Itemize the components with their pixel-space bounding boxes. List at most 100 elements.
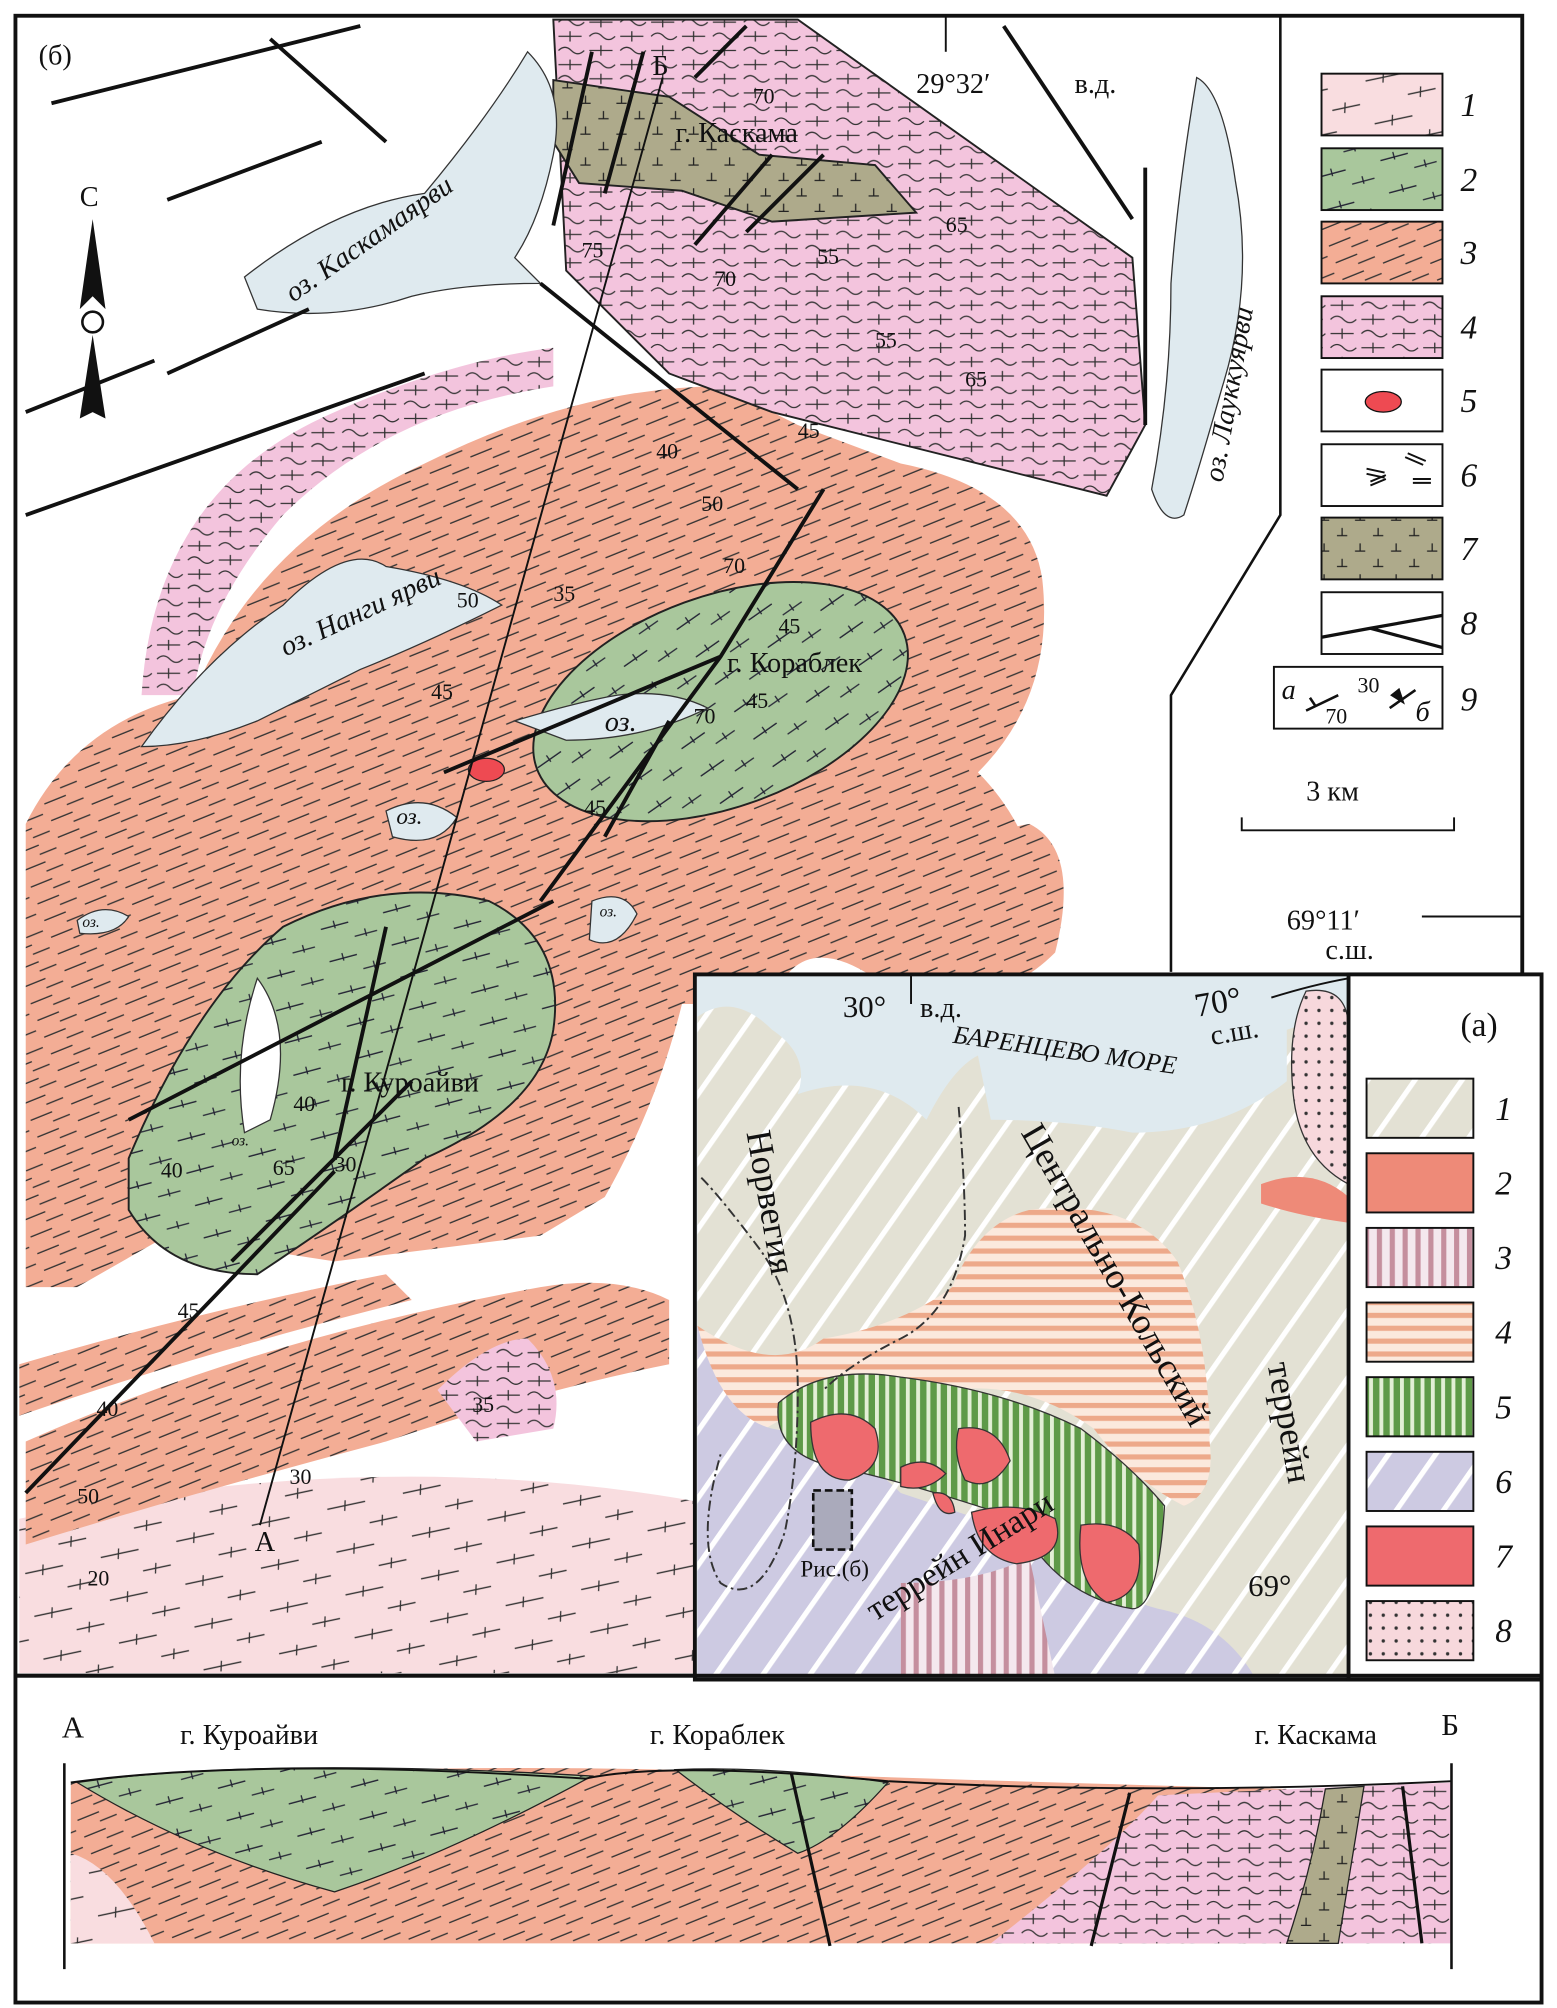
inset-legend-swatch-2 — [1365, 1152, 1475, 1214]
legend-number: 3 — [1459, 235, 1477, 272]
section-unit1 — [70, 1853, 155, 1944]
longitude-suffix: в.д. — [1074, 69, 1116, 100]
north-label: С — [80, 182, 99, 213]
legend9-a: а — [1282, 675, 1296, 706]
map-boundary — [1169, 15, 1282, 972]
inset-panel-label: (а) — [1460, 1007, 1497, 1044]
legend-number: 6 — [1460, 458, 1477, 495]
longitude-label: 29°32′ — [916, 69, 990, 100]
lake-label: оз. — [396, 804, 422, 830]
legend9-b: б — [1415, 697, 1430, 728]
inset-legend-swatch-6 — [1365, 1450, 1475, 1512]
inset-legend-swatch-8 — [1365, 1600, 1475, 1662]
dip-value: 50 — [77, 1484, 99, 1508]
panel-label: (б) — [39, 41, 72, 72]
dip-value: 70 — [694, 704, 716, 728]
dip-value: 70 — [723, 554, 745, 578]
section-peak-kaskama: г. Каскама — [1255, 1720, 1378, 1751]
legend-number: 1 — [1460, 87, 1477, 124]
mountain-korablek: г. Кораблек — [727, 648, 862, 679]
figure-ref-label: Рис.(б) — [800, 1557, 869, 1583]
legend-number: 2 — [1460, 162, 1477, 199]
mountain-kuroaivi: г. Куроайви — [341, 1068, 479, 1099]
dip-value: 45 — [798, 419, 820, 443]
dip-value: 40 — [97, 1397, 119, 1421]
granite-body — [467, 757, 506, 783]
inset-legend-number: 1 — [1495, 1091, 1512, 1128]
unit3-band — [19, 1274, 412, 1416]
section-unit7 — [1285, 1785, 1365, 1944]
lake-label: оз. — [82, 914, 99, 931]
dip-value: 40 — [293, 1092, 315, 1116]
section-unit2-korablek — [673, 1768, 890, 1854]
legend-number: 4 — [1460, 310, 1477, 347]
latitude-label: 69°11′ — [1287, 905, 1360, 936]
inset-legend-number: 4 — [1495, 1315, 1512, 1352]
dip-value: 30 — [335, 1152, 357, 1176]
section-peak-kuroaivi: г. Куроайви — [180, 1720, 318, 1751]
dip-value: 50 — [457, 589, 479, 613]
legend-swatch-3 — [1320, 220, 1444, 285]
inset-legend-swatch-7 — [1365, 1525, 1475, 1587]
lake-kaskamayarvi — [243, 50, 558, 315]
dip-value: 30 — [290, 1465, 312, 1489]
fault-lines — [24, 24, 1148, 1495]
figure-b-location[interactable] — [811, 1489, 854, 1551]
legend9-a-value: 70 — [1325, 704, 1347, 728]
inset-legend-number: 7 — [1495, 1539, 1513, 1576]
lake-small — [512, 692, 710, 741]
dip-value: 45 — [178, 1299, 200, 1323]
dip-value: 50 — [701, 492, 723, 516]
inset-legend-swatch-4 — [1365, 1301, 1475, 1363]
legend-number: 5 — [1460, 383, 1477, 420]
legend-swatch-2 — [1320, 147, 1444, 212]
dip-value: 45 — [431, 680, 453, 704]
inset-unit3 — [900, 1557, 1056, 1677]
legend9-b-value: 30 — [1358, 674, 1380, 698]
inset-map: 30° в.д. 70° с.ш. БАРЕНЦЕВО МОРЕ Норвеги… — [692, 972, 1544, 1682]
dip-value: 35 — [553, 582, 575, 606]
unit2-kuroaivi — [127, 891, 557, 1276]
lake-laukkuyarvi — [1151, 76, 1244, 519]
inset-unit8 — [1290, 989, 1350, 1186]
dip-value: 20 — [88, 1567, 110, 1591]
inset-lat-top: 70° — [1192, 980, 1245, 1025]
border-norway — [700, 1106, 967, 1591]
lake-nangiyarvi — [140, 558, 504, 748]
section-line — [258, 77, 664, 1526]
inset-legend-number: 5 — [1495, 1389, 1512, 1426]
section-end-label: Б — [652, 51, 668, 82]
lake-small — [76, 909, 130, 935]
mountain-kaskama: г. Каскама — [676, 118, 799, 149]
inset-unit4 — [697, 1207, 1211, 1506]
dip-value: 55 — [875, 329, 897, 353]
dip-value: 45 — [779, 614, 801, 638]
dip-value: 70 — [714, 267, 736, 291]
legend-swatch-6 — [1320, 443, 1444, 507]
section-start-label: А — [255, 1527, 276, 1558]
section-label-start: А — [62, 1709, 85, 1744]
scale-label: 3 км — [1306, 777, 1359, 808]
unit2-korablek — [532, 581, 909, 823]
main-legend: а 70 30 б 1 2 3 4 5 6 7 8 9 — [1272, 72, 1478, 730]
latitude-suffix: с.ш. — [1325, 935, 1374, 966]
inset-legend-number: 8 — [1495, 1613, 1512, 1650]
unit4-small — [437, 1338, 557, 1442]
unit1-area — [19, 1476, 721, 1674]
lake-label: оз. — [605, 707, 637, 738]
dip-value: 35 — [472, 1393, 494, 1417]
section-label-end: Б — [1441, 1707, 1459, 1742]
inset-granites — [810, 1413, 1141, 1604]
dip-value: 70 — [753, 84, 775, 108]
inset-legend-number: 3 — [1494, 1240, 1512, 1277]
unit3-lobe — [926, 823, 1064, 994]
legend-number: 9 — [1460, 682, 1477, 719]
dip-value: 65 — [946, 213, 968, 237]
dip-value: 55 — [817, 245, 839, 269]
inset-unit2 — [1261, 1176, 1349, 1223]
lake-small — [588, 896, 638, 944]
legend-swatch-4 — [1320, 295, 1444, 360]
north-arrow[interactable]: С — [79, 182, 106, 419]
dip-value: 65 — [273, 1156, 295, 1180]
legend-number: 7 — [1460, 531, 1478, 568]
